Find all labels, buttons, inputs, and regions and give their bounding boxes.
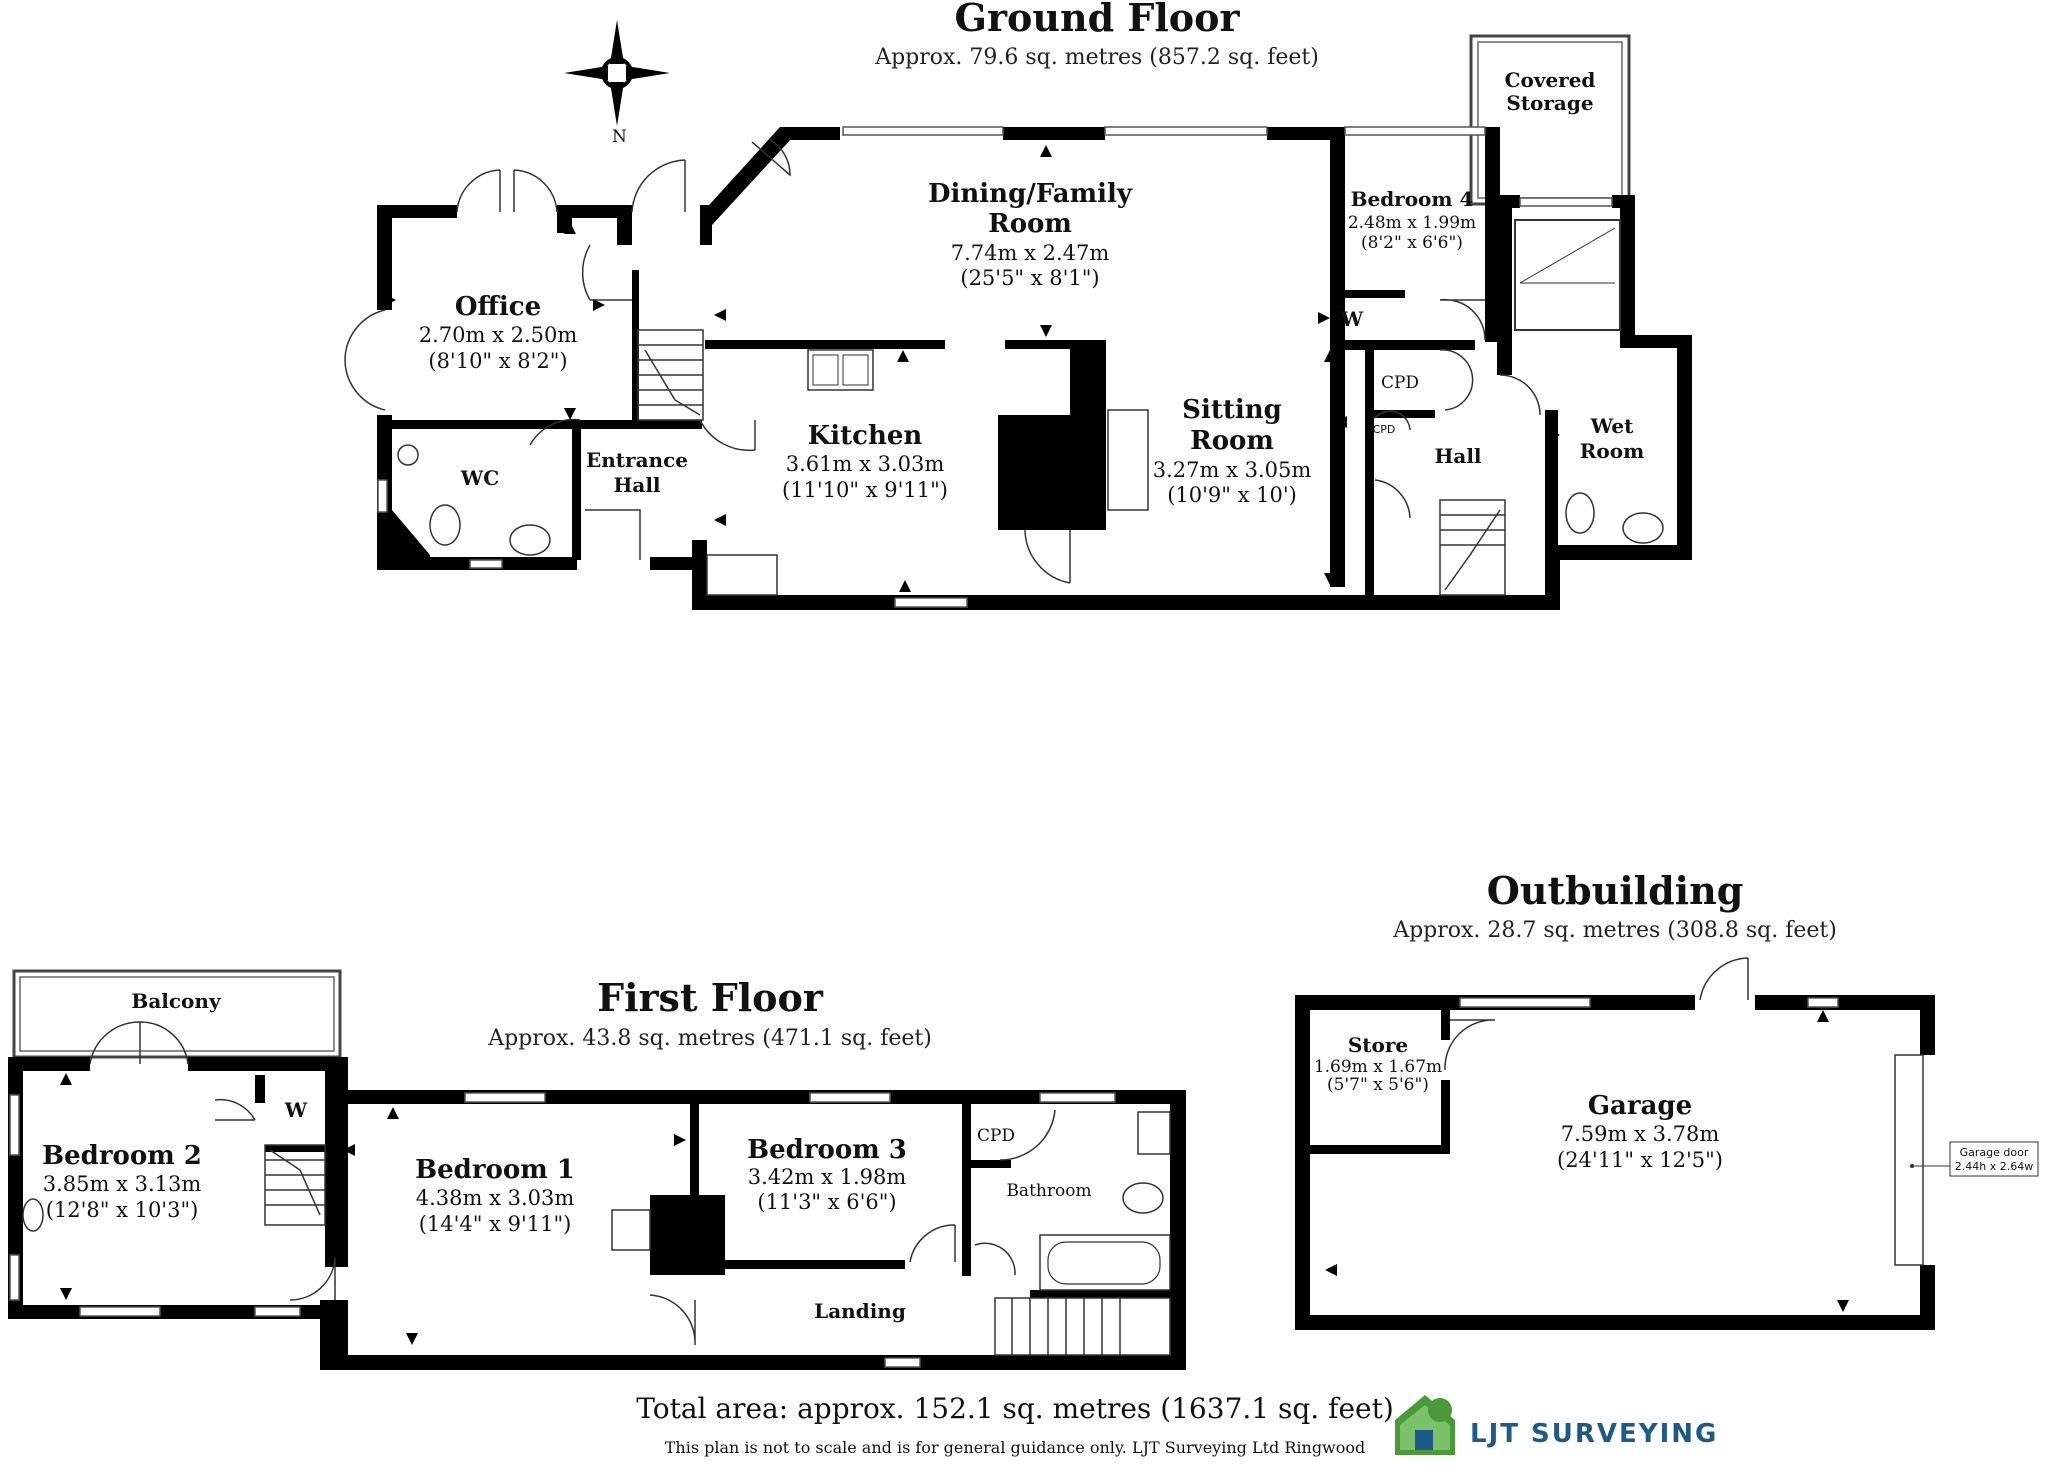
bedroom4-name: Bedroom 4: [1351, 187, 1474, 211]
outbuilding-doors: [1444, 957, 1749, 1071]
first-floor-title: First Floor: [597, 975, 824, 1020]
first-floor-area: Approx. 43.8 sq. metres (471.1 sq. feet): [487, 1026, 932, 1051]
ground-walls: [377, 127, 1692, 610]
garage-door-label-box: [1949, 1141, 2039, 1177]
store-name: Store: [1348, 1033, 1408, 1057]
kitchen-metric: 3.61m x 3.03m: [786, 452, 945, 476]
ground-floor: Ground Floor Approx. 79.6 sq. metres (85…: [344, 0, 1692, 610]
store-metric: 1.69m x 1.67m: [1314, 1057, 1442, 1077]
dining-imperial: (25'5" x 8'1"): [960, 266, 1099, 290]
ground-floor-area: Approx. 79.6 sq. metres (857.2 sq. feet): [874, 45, 1319, 70]
first-fixtures: [22, 1111, 1171, 1291]
ground-arrows: [384, 145, 1560, 592]
bedroom2-metric: 3.85m x 3.13m: [43, 1172, 202, 1196]
garage-imperial: (24'11" x 12'5"): [1557, 1148, 1723, 1172]
w-name: W: [1340, 307, 1364, 331]
bedroom1-imperial: (14'4" x 9'11"): [419, 1212, 572, 1236]
office-imperial: (8'10" x 8'2"): [428, 349, 567, 373]
office-name: Office: [455, 292, 541, 322]
balcony-name: Balcony: [131, 989, 222, 1013]
store-imperial: (5'7" x 5'6"): [1327, 1075, 1429, 1095]
outbuilding-walls: [1295, 995, 1935, 1330]
bedroom4-metric: 2.48m x 1.99m: [1348, 213, 1476, 233]
first-arrows: [60, 1073, 686, 1345]
entrance-hall-name-2: Hall: [613, 473, 660, 497]
compass-north-label: N: [612, 127, 627, 147]
bathroom-name: Bathroom: [1006, 1181, 1091, 1201]
sitting-metric: 3.27m x 3.05m: [1153, 458, 1312, 482]
cpd2-name: CPD: [1373, 423, 1396, 436]
garage-door-label-2: 2.44h x 2.64w: [1955, 1160, 2033, 1173]
hall-name: Hall: [1434, 444, 1481, 468]
garage-metric: 7.59m x 3.78m: [1561, 1122, 1720, 1146]
landing-name: Landing: [814, 1299, 906, 1323]
garage-door: [1894, 1054, 1924, 1266]
bedroom3-metric: 3.42m x 1.98m: [748, 1165, 907, 1189]
wc-name: WC: [460, 466, 499, 490]
office-metric: 2.70m x 2.50m: [419, 323, 578, 347]
first-w-name: W: [284, 1098, 308, 1122]
outbuilding: Outbuilding Approx. 28.7 sq. metres (308…: [1295, 868, 2039, 1330]
ground-floor-title: Ground Floor: [955, 0, 1241, 40]
dining-metric: 7.74m x 2.47m: [951, 241, 1110, 265]
first-walls: [8, 1057, 1186, 1370]
sitting-imperial: (10'9" x 10'): [1167, 483, 1297, 507]
sitting-name-2: Room: [1190, 426, 1274, 456]
bedroom1-name: Bedroom 1: [415, 1155, 575, 1185]
bedroom3-name: Bedroom 3: [747, 1135, 907, 1165]
first-cpd-name: CPD: [977, 1126, 1015, 1146]
outbuilding-arrows: [1325, 1010, 1849, 1312]
bedroom4-imperial: (8'2" x 6'6"): [1361, 233, 1463, 253]
garage-door-label-1: Garage door: [1960, 1146, 2029, 1159]
disclaimer: This plan is not to scale and is for gen…: [665, 1438, 1366, 1457]
entrance-hall-name-1: Entrance: [586, 448, 688, 472]
kitchen-imperial: (11'10" x 9'11"): [782, 478, 948, 502]
brand-name: LJT SURVEYING: [1470, 1419, 1718, 1449]
first-floor: First Floor Approx. 43.8 sq. metres (471…: [8, 969, 1186, 1370]
ground-doors: [344, 139, 1541, 584]
bedroom2-imperial: (12'8" x 10'3"): [46, 1198, 199, 1222]
first-doors: [89, 1021, 1056, 1346]
ground-stairs: [637, 329, 1506, 596]
bedroom3-imperial: (11'3" x 6'6"): [757, 1190, 896, 1214]
outbuilding-title: Outbuilding: [1487, 868, 1744, 913]
first-stairs: [264, 1144, 1171, 1356]
garage-name: Garage: [1588, 1091, 1692, 1121]
cpd1-name: CPD: [1381, 373, 1419, 393]
ground-fixtures: [397, 219, 1664, 596]
covered-storage-name-2: Storage: [1506, 91, 1593, 115]
kitchen-name: Kitchen: [808, 421, 923, 451]
dining-name-2: Room: [988, 209, 1072, 239]
total-area: Total area: approx. 152.1 sq. metres (16…: [636, 1392, 1394, 1425]
compass-icon: N: [564, 20, 670, 147]
wet-room-name-2: Room: [1580, 439, 1644, 463]
dining-name-1: Dining/Family: [928, 179, 1133, 209]
footer: Total area: approx. 152.1 sq. metres (16…: [636, 1392, 1718, 1457]
outbuilding-area: Approx. 28.7 sq. metres (308.8 sq. feet): [1392, 918, 1837, 943]
wet-room-name-1: Wet: [1590, 414, 1635, 438]
bedroom2-name: Bedroom 2: [42, 1141, 202, 1171]
sitting-name-1: Sitting: [1182, 395, 1282, 425]
covered-storage-name-1: Covered: [1505, 68, 1596, 92]
balcony-outline: [12, 969, 342, 1059]
ljt-logo-icon: [1395, 1395, 1455, 1455]
bedroom1-metric: 4.38m x 3.03m: [416, 1186, 575, 1210]
